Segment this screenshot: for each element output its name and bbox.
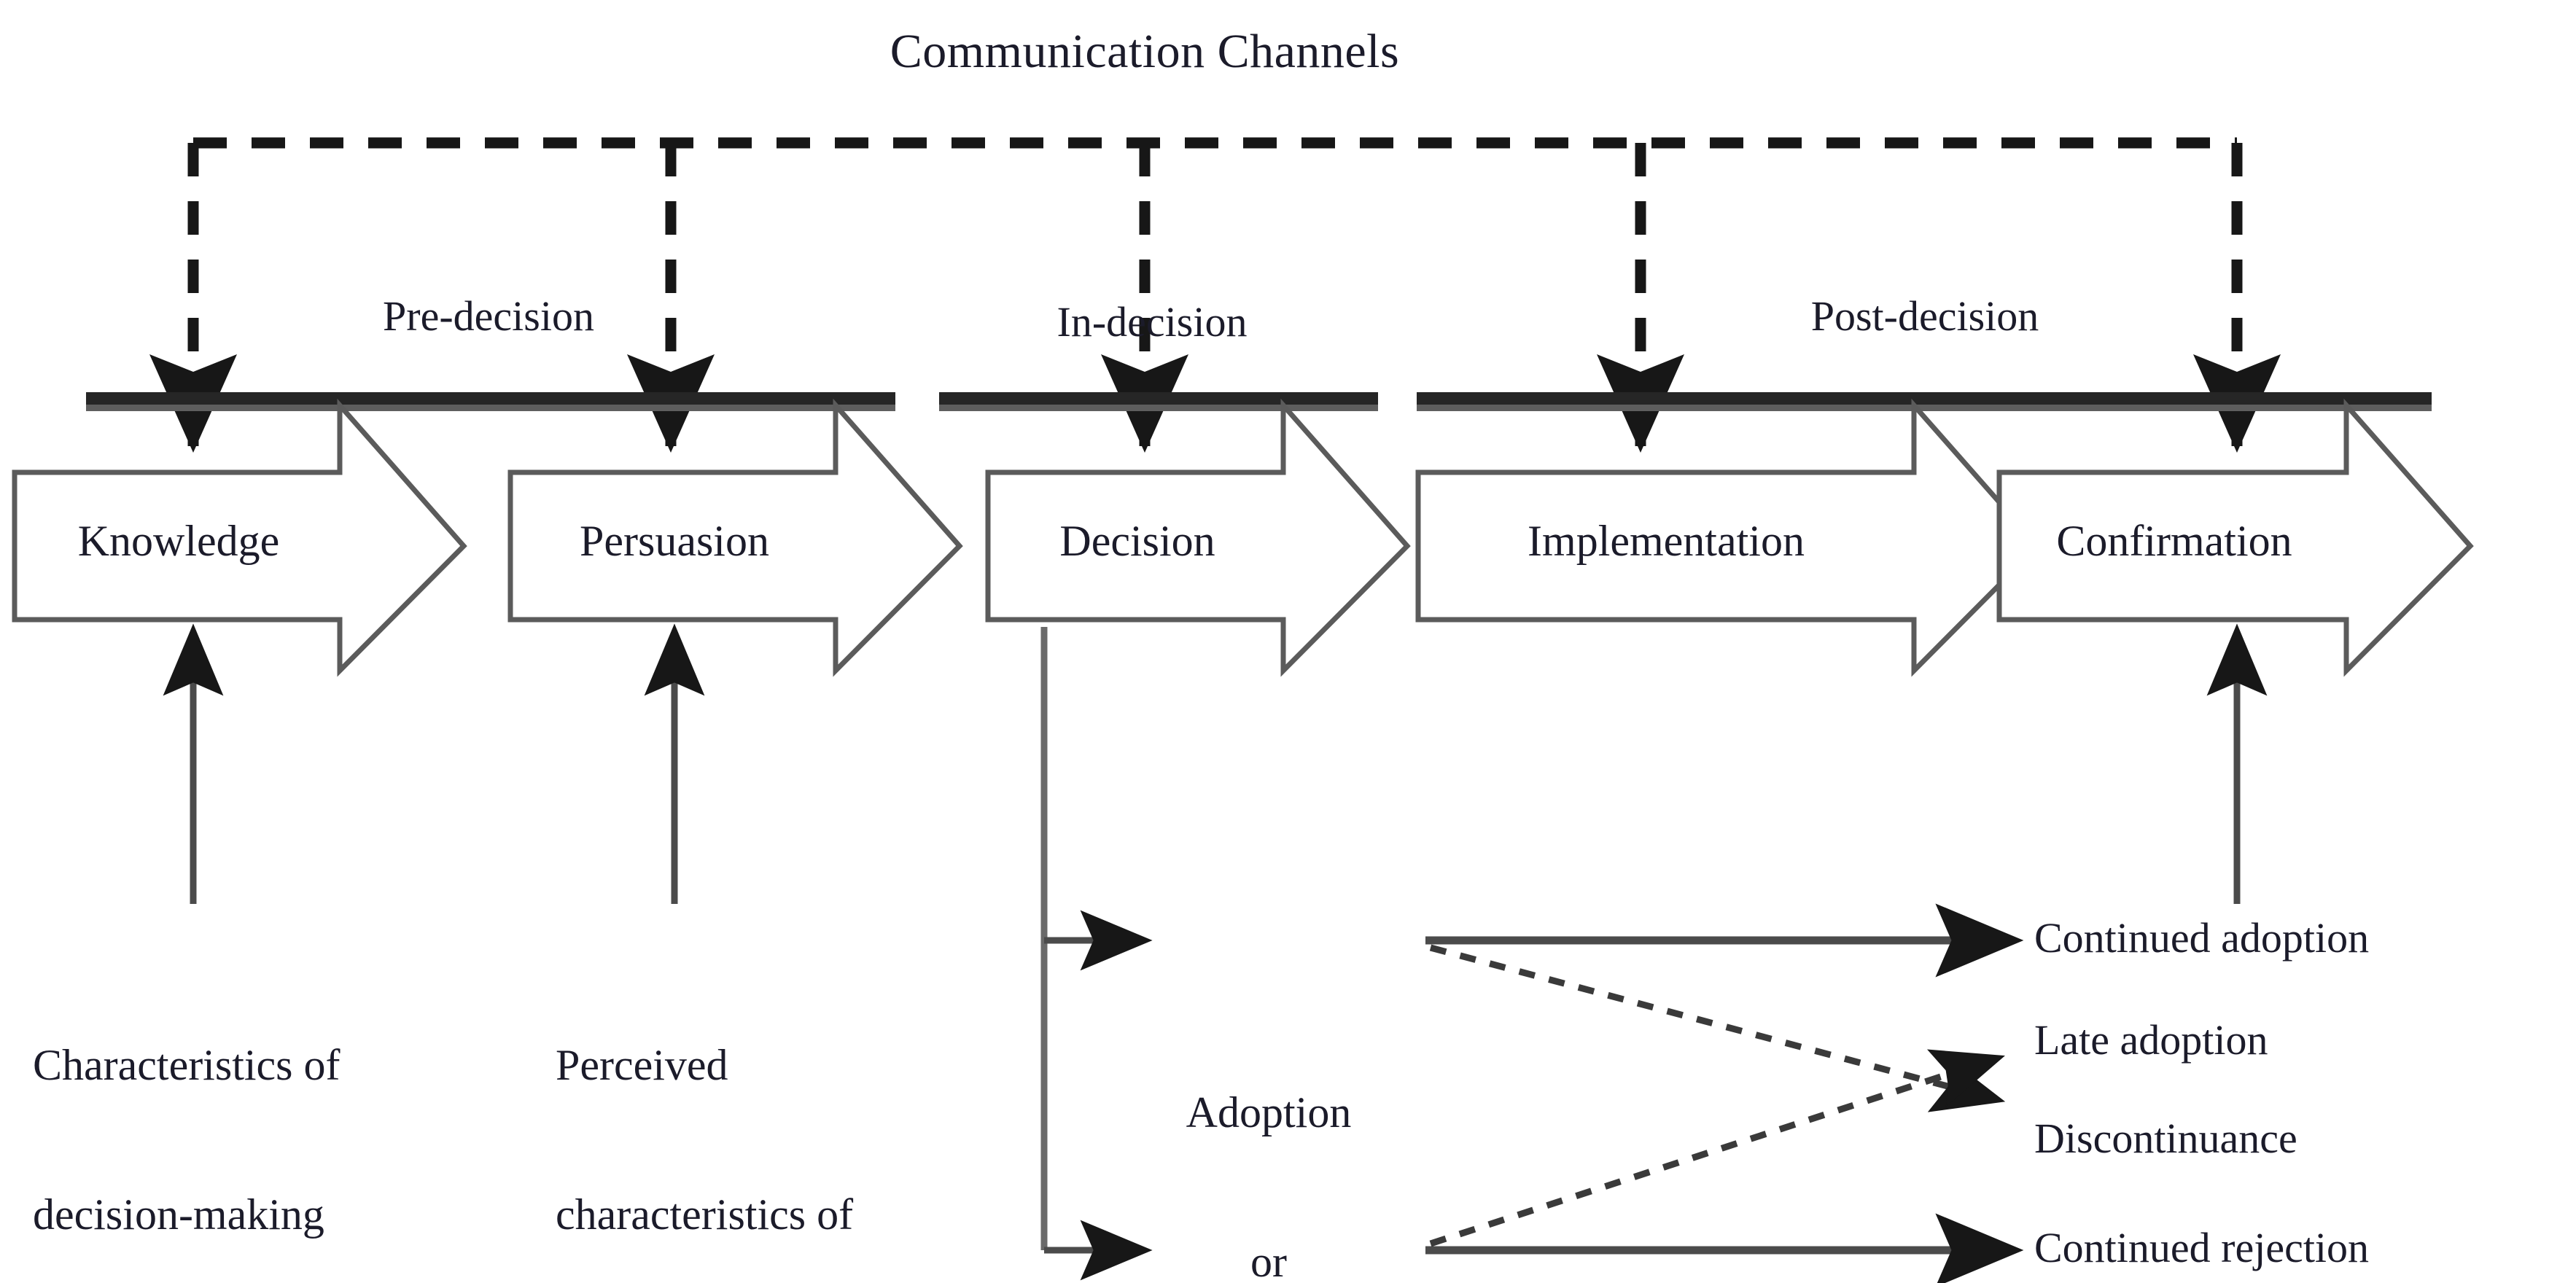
stage-label-implementation: Implementation (1528, 517, 1805, 565)
influence-arrows (163, 623, 2268, 904)
decision-node-line-2: or (1250, 1237, 1287, 1283)
stage-label-persuasion: Persuasion (580, 517, 769, 565)
decision-split-connector (1040, 627, 1153, 1281)
influence-dmu-line-1: Characteristics of (33, 1040, 341, 1089)
outcome-arrow-late-adoption (1429, 1049, 2005, 1247)
phase-label-post-decision: Post-decision (1810, 292, 2039, 340)
outcome-label-continued-adoption: Continued adoption (2034, 914, 2370, 962)
outcome-label-discontinuance: Discontinuance (2034, 1115, 2297, 1162)
stage-label-confirmation: Confirmation (2056, 517, 2292, 565)
phase-bar-pre (86, 392, 895, 405)
diagram-title: Communication Channels (890, 25, 1400, 78)
decision-node-block: Adoption or rejection (1123, 988, 1415, 1283)
influence-innovation-line-2: characteristics of (556, 1190, 854, 1239)
outcome-arrows (1425, 903, 2024, 1283)
outcome-label-late-adoption: Late adoption (2034, 1016, 2268, 1064)
phase-label-in-decision: In-decision (1057, 298, 1248, 346)
phase-label-pre-decision: Pre-decision (383, 292, 594, 340)
influence-innovation-line-1: Perceived (556, 1040, 728, 1089)
stage-label-knowledge: Knowledge (77, 517, 280, 565)
decision-node-line-1: Adoption (1186, 1088, 1352, 1136)
stage-arrow-implementation (1415, 398, 2042, 677)
phase-bar-post (1417, 392, 2432, 405)
influence-block-dmu: Characteristics of decision-making unit (33, 940, 499, 1283)
outcome-label-continued-rejection: Continued rejection (2034, 1224, 2370, 1271)
phase-bars (86, 392, 2432, 411)
phase-bar-in (939, 392, 1378, 405)
outcome-arrow-discontinuance (1429, 944, 2006, 1112)
stage-arrow-persuasion (507, 398, 963, 677)
stage-arrow-decision (985, 398, 1411, 677)
stage-arrow-shapes (12, 398, 2474, 677)
stage-label-decision: Decision (1059, 517, 1215, 565)
influence-dmu-line-2: decision-making (33, 1190, 324, 1239)
stage-arrow-confirmation (1996, 398, 2474, 677)
stage-arrow-knowledge (12, 398, 467, 677)
influence-block-innovation: Perceived characteristics of the innovat… (556, 940, 1022, 1283)
